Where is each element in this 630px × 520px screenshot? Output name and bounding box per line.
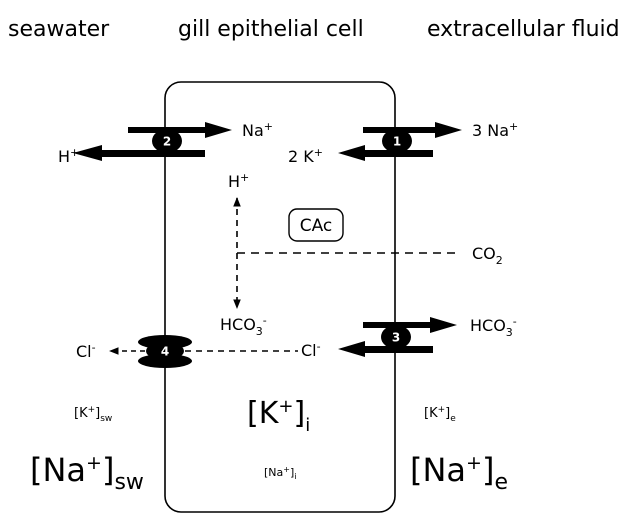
enzyme-label: CAc bbox=[300, 216, 333, 236]
label-co2: CO2 bbox=[472, 244, 503, 267]
label-t2-na: Na+ bbox=[242, 120, 273, 140]
label-cell-h: H+ bbox=[228, 171, 249, 191]
conc-na-sw: [Na+]sw bbox=[30, 451, 144, 495]
label-t4-cl: Cl- bbox=[76, 341, 96, 361]
conc-na-e: [Na+]e bbox=[410, 451, 508, 495]
transporter-1-number: 1 bbox=[393, 135, 401, 149]
label-t3-cl: Cl- bbox=[301, 340, 321, 360]
transporter-3: 3 bbox=[338, 317, 457, 357]
conc-k-e: [K+]e bbox=[424, 405, 456, 424]
label-cell-hco3: HCO3- bbox=[220, 314, 267, 338]
label-t1-3na: 3 Na+ bbox=[472, 120, 518, 140]
enzyme-box bbox=[288, 208, 344, 242]
transporter-3-number: 3 bbox=[392, 331, 400, 345]
header-gill-cell: gill epithelial cell bbox=[178, 17, 364, 42]
conc-na-i: [Na+]i bbox=[264, 465, 297, 481]
transporter-2-number: 2 bbox=[163, 135, 171, 149]
cell-membrane bbox=[164, 81, 396, 513]
conc-k-i: [K+]i bbox=[247, 396, 310, 436]
transporter-4-number: 4 bbox=[161, 345, 169, 359]
transporter-1: 1 bbox=[338, 122, 462, 161]
label-t3-hco3: HCO3- bbox=[470, 315, 517, 339]
header-seawater: seawater bbox=[8, 17, 110, 42]
label-t2-h: H+ bbox=[58, 146, 79, 166]
transporter-2: 2 bbox=[73, 122, 232, 161]
label-t1-2k: 2 K+ bbox=[288, 146, 323, 166]
header-extracellular: extracellular fluid bbox=[427, 17, 620, 42]
conc-k-sw: [K+]sw bbox=[74, 405, 112, 424]
transporter-4: 4 bbox=[138, 335, 192, 368]
